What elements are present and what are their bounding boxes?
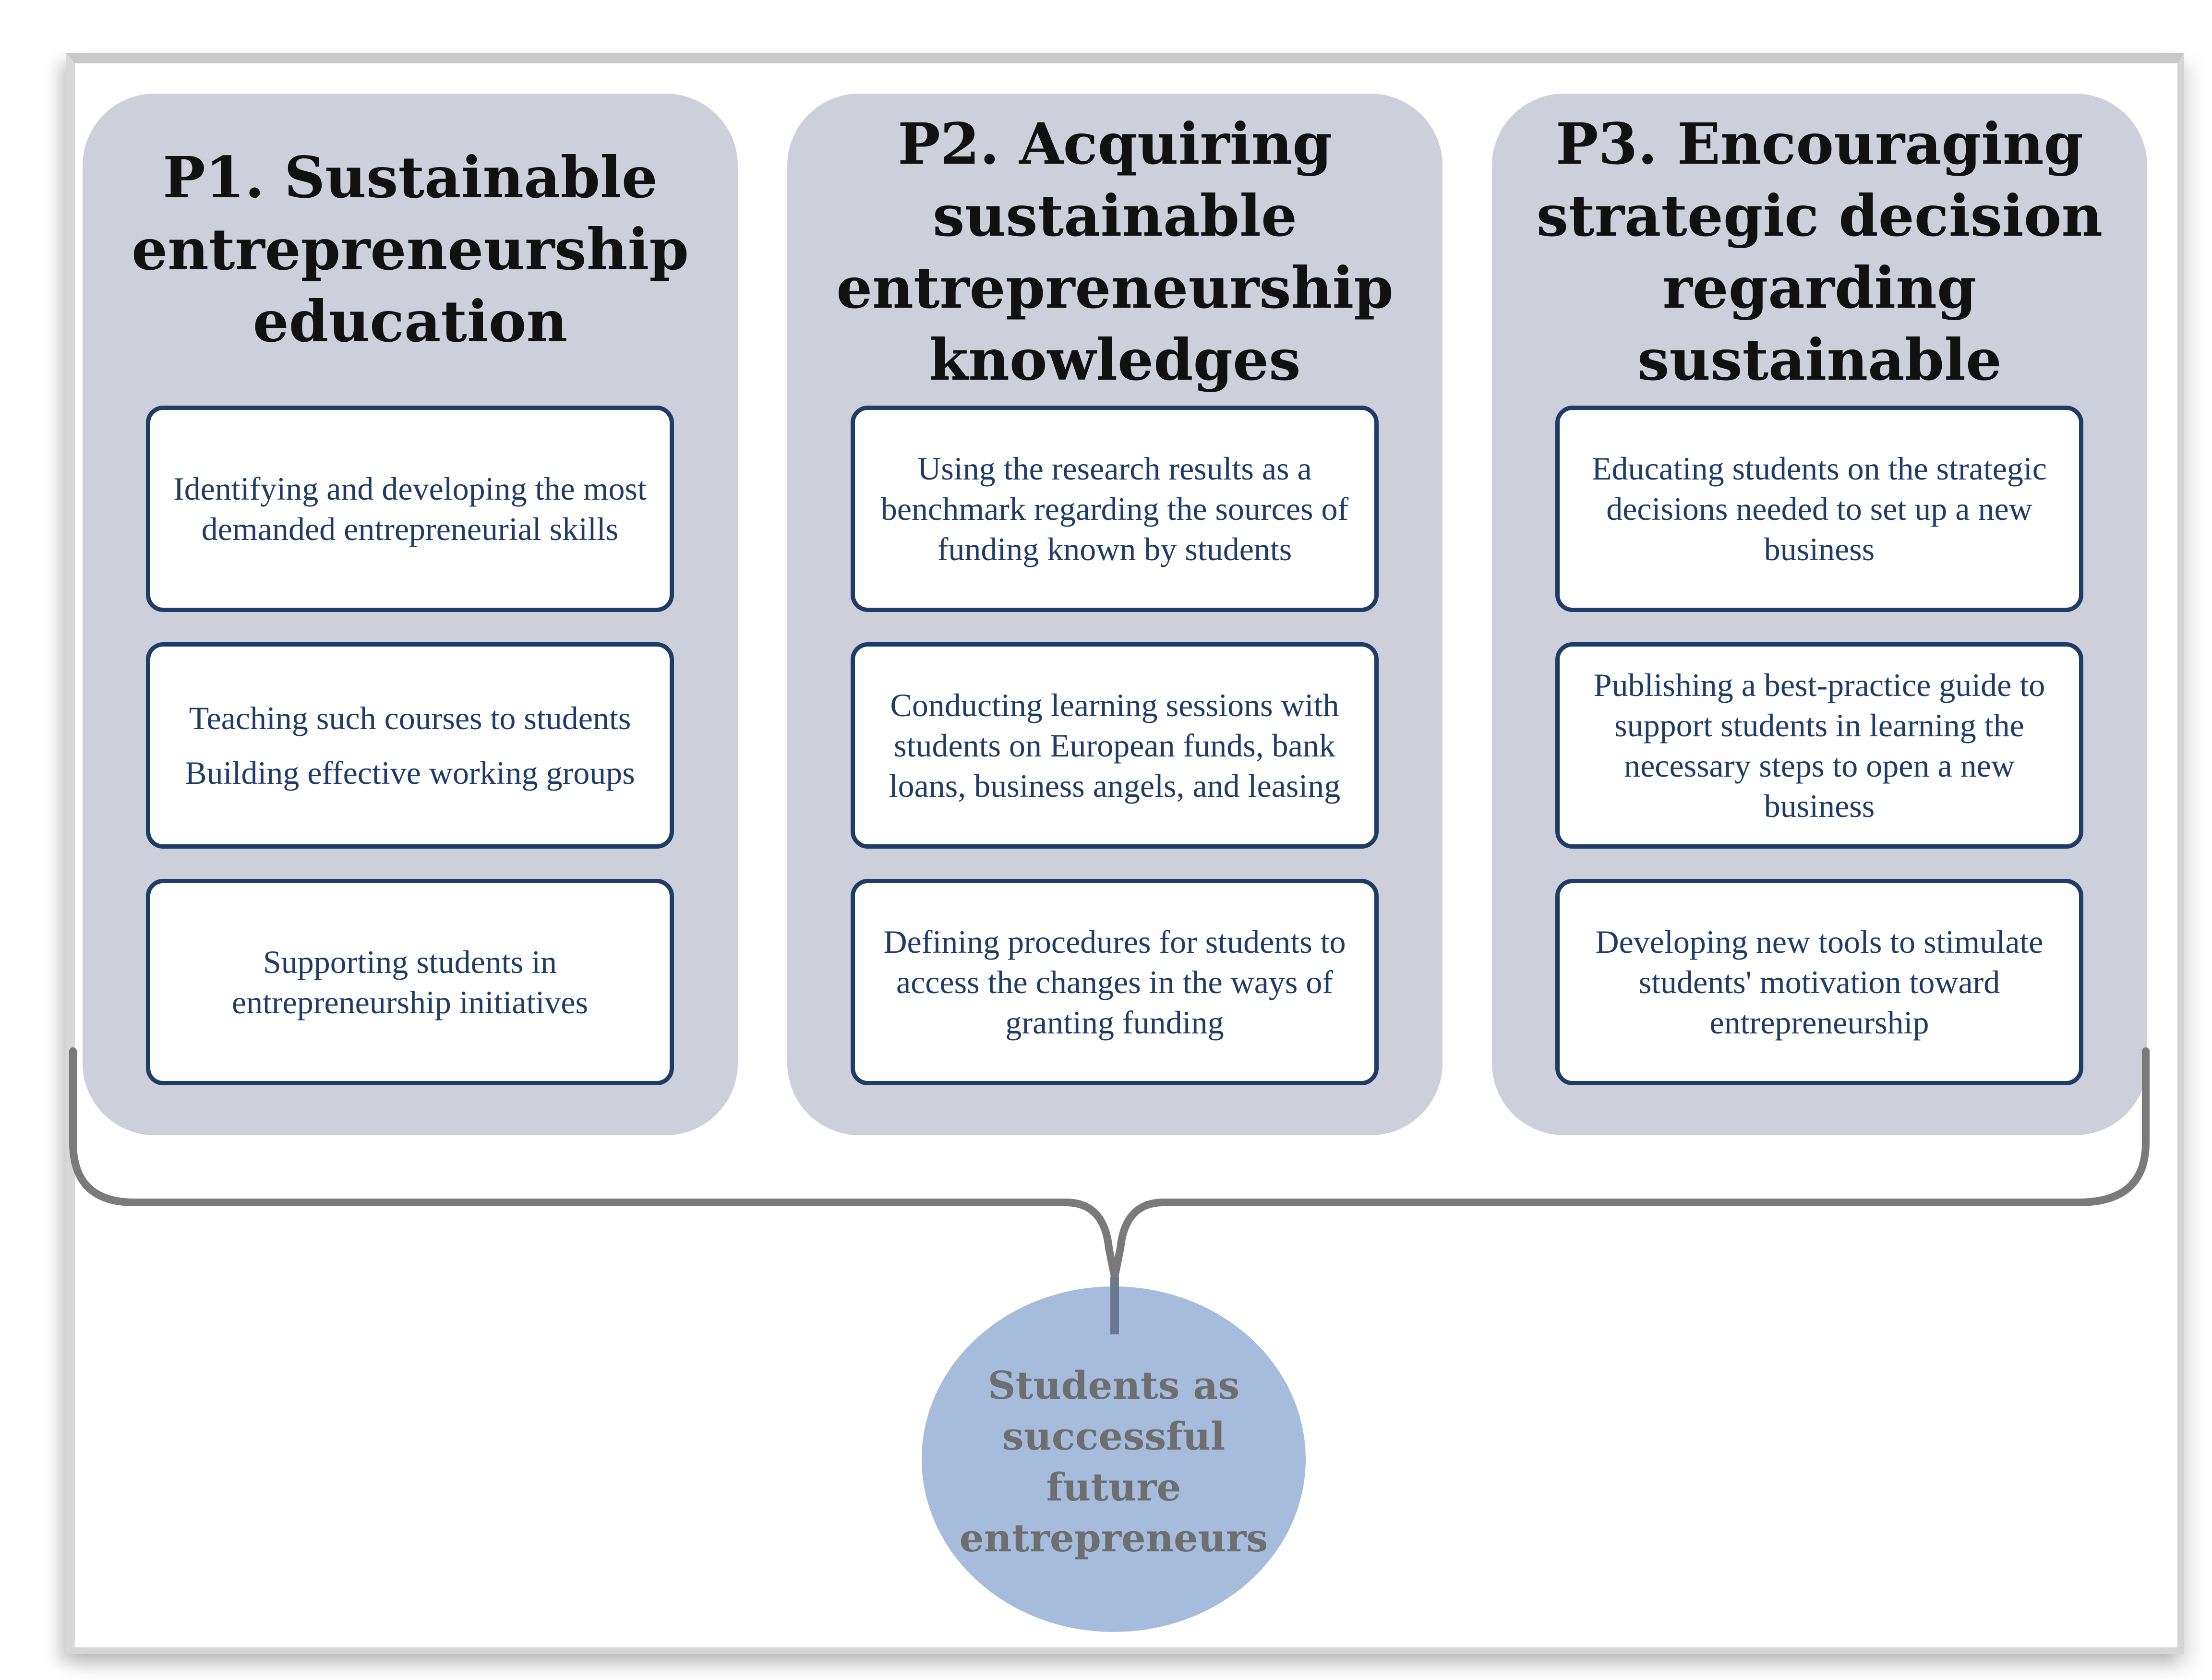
brace-path xyxy=(69,1047,2150,1281)
action-text: Building effective working groups xyxy=(185,755,635,791)
action-box: Using the research results as a benchmar… xyxy=(851,406,1379,612)
action-box: Identifying and developing the most dema… xyxy=(146,406,674,612)
action-box: Developing new tools to stimulate studen… xyxy=(1555,879,2083,1085)
action-text: Supporting students in entrepreneurship … xyxy=(231,944,589,1020)
action-text: Conducting learning sessions with studen… xyxy=(889,687,1341,804)
pillar-p1: P1. Sustainable entrepreneurship educati… xyxy=(83,94,738,1135)
action-text: Publishing a best-practice guide to supp… xyxy=(1593,667,2045,824)
action-text: Using the research results as a benchmar… xyxy=(880,450,1349,567)
pillar-title: P2. Acquiring sustainable entrepreneursh… xyxy=(836,110,1394,393)
pillar-p2: P2. Acquiring sustainable entrepreneursh… xyxy=(787,94,1443,1135)
outcome-label: Students as successful future entreprene… xyxy=(959,1363,1268,1560)
action-box: Supporting students in entrepreneurship … xyxy=(146,879,674,1085)
outcome-circle: Students as successful future entreprene… xyxy=(922,1286,1306,1632)
action-box: Educating students on the strategic deci… xyxy=(1555,406,2083,612)
action-box: Conducting learning sessions with studen… xyxy=(851,642,1379,849)
action-box: Teaching such courses to students Buildi… xyxy=(146,642,674,849)
action-text: Identifying and developing the most dema… xyxy=(173,470,647,547)
action-box: Defining procedures for students to acce… xyxy=(851,879,1379,1085)
action-text: Teaching such courses to students xyxy=(189,700,631,736)
pillar-p3: P3. Encouraging strategic decision regar… xyxy=(1492,94,2147,1135)
action-box: Publishing a best-practice guide to supp… xyxy=(1555,642,2083,849)
action-text: Defining procedures for students to acce… xyxy=(883,924,1346,1041)
pillar-title: P3. Encouraging strategic decision regar… xyxy=(1536,110,2103,465)
pillar-title: P1. Sustainable entrepreneurship educati… xyxy=(132,144,689,355)
action-text: Educating students on the strategic deci… xyxy=(1592,450,2047,567)
action-text: Developing new tools to stimulate studen… xyxy=(1595,924,2044,1041)
